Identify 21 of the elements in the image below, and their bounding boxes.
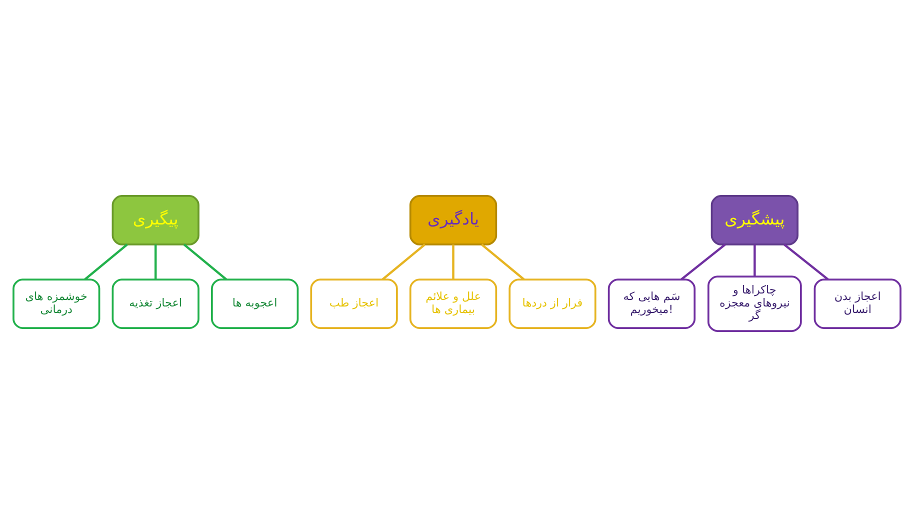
connector: [154, 244, 157, 280]
node-box: اعجوبه ها: [211, 278, 299, 329]
connector: [783, 244, 829, 280]
node-box: اعجاز تغذیه: [112, 278, 200, 329]
node-box: اعجاز بدن انسان: [814, 278, 902, 329]
node-box: سَم هایی که میخوریم!: [608, 278, 696, 329]
node-box: چاکراها و نیروهای معجزه گر: [707, 276, 802, 332]
node-box: پیشگیری: [710, 195, 798, 246]
connector: [382, 244, 426, 280]
node-box: علل و علائم بیماری ها: [409, 278, 498, 329]
connector: [452, 244, 454, 280]
connector: [754, 244, 756, 276]
node-box: پیگیری: [112, 195, 200, 246]
node-box: خوشمزه های درمانی: [12, 278, 100, 329]
connector: [480, 244, 525, 280]
node-box: یادگیری: [409, 195, 498, 246]
node-box: فرار از دردها: [508, 278, 596, 329]
connector: [183, 244, 228, 280]
connector: [84, 244, 128, 280]
connector: [680, 244, 726, 280]
node-box: اعجاز طب: [310, 278, 398, 329]
